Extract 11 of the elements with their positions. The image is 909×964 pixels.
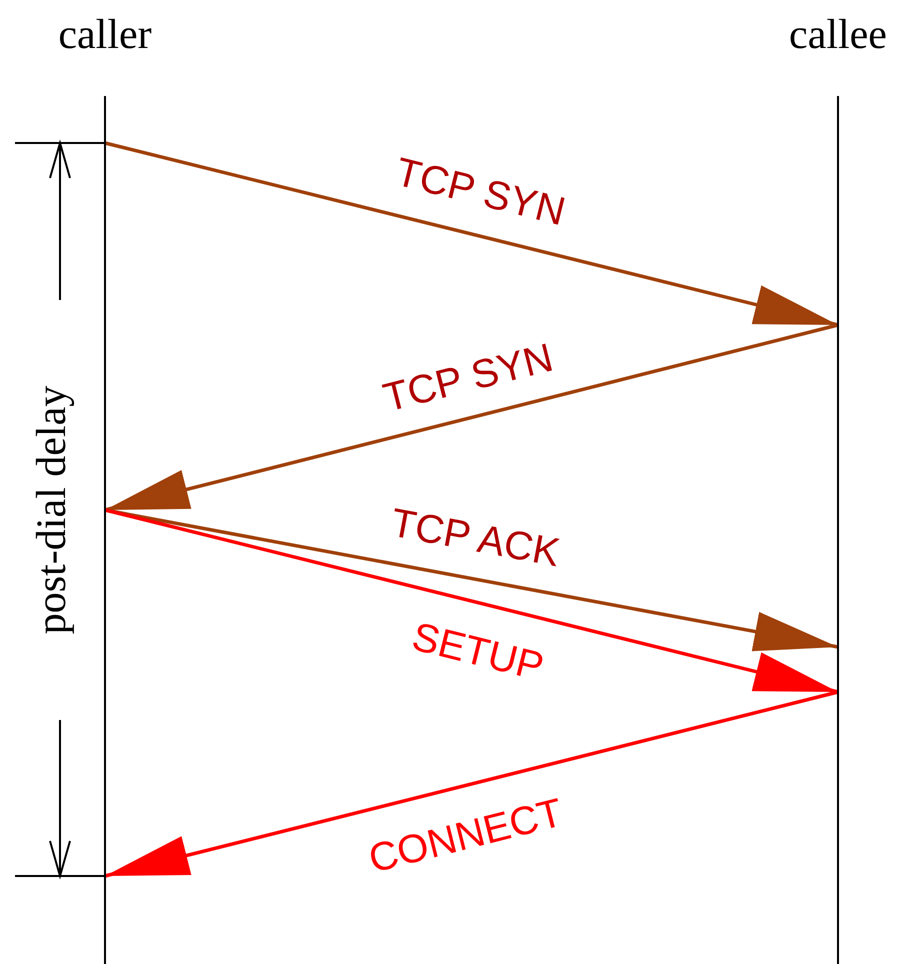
message-arrow: [104, 508, 838, 652]
message-arrow: [104, 690, 838, 878]
participant-label: caller: [58, 11, 152, 60]
message-arrow: [104, 508, 838, 694]
message-arrow: [104, 323, 838, 512]
message-label: TCP SYN: [390, 149, 570, 235]
participant-label: callee: [789, 11, 887, 60]
message-arrow: [104, 141, 838, 327]
message-label: TCP SYN: [378, 335, 558, 421]
message-label: SETUP: [407, 614, 548, 690]
message-label: TCP ACK: [387, 500, 564, 576]
